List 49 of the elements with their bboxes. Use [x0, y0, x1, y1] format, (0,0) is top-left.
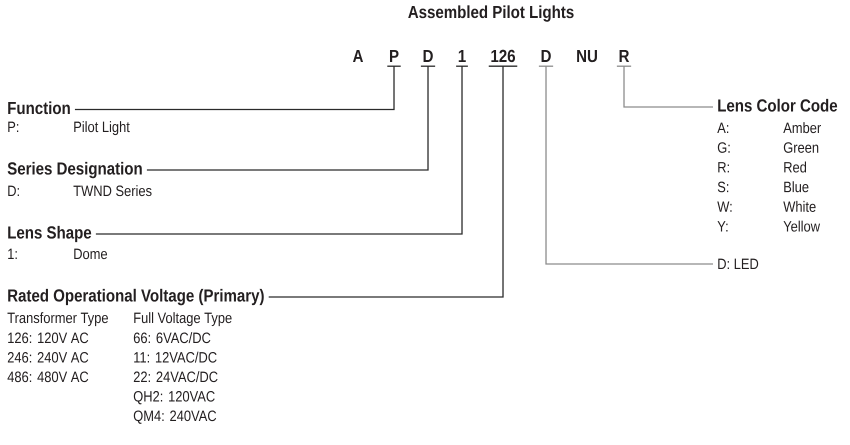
column-heading: Full Voltage Type	[134, 312, 232, 326]
heading: Rated Operational Voltage (Primary)	[8, 288, 264, 306]
leader-line	[96, 66, 463, 235]
heading: Function	[8, 101, 70, 114]
code-letter: A	[352, 50, 364, 62]
option-description: Red	[784, 162, 806, 173]
option-text: 126: 120V AC	[8, 332, 88, 344]
leader-line	[268, 66, 504, 298]
code-letter: D	[538, 50, 554, 67]
option-text: 11: 12VAC/DC	[134, 352, 217, 363]
option-text: 246: 240V AC	[8, 352, 88, 363]
option-description: TWND Series	[73, 185, 152, 196]
code-letter: 1	[456, 50, 468, 67]
heading: Series Designation	[8, 162, 142, 178]
option-description: Yellow	[784, 220, 820, 232]
option-description: Blue	[784, 181, 808, 192]
leader-line	[623, 66, 713, 108]
option-description: Pilot Light	[74, 121, 130, 136]
code-letter: D	[420, 50, 436, 67]
column-heading: Transformer Type	[7, 312, 108, 326]
option-text: QH2: 120VAC	[134, 391, 215, 404]
option-description: Amber	[783, 122, 821, 134]
code-letter: NU	[577, 50, 597, 62]
option-code: 1:	[8, 248, 17, 259]
option-text: 66: 6VAC/DC	[134, 332, 210, 344]
leader-line	[74, 66, 395, 110]
option-description: Dome	[74, 248, 108, 260]
option-description: White	[783, 200, 816, 212]
option-code: Y:	[718, 221, 728, 232]
code-letter: R	[616, 50, 632, 67]
option-description: Green	[784, 142, 818, 153]
option-text: QM4: 240VAC	[134, 410, 216, 424]
option-code: S:	[718, 182, 728, 192]
heading: Lens Color Code	[718, 98, 838, 112]
option-text: 486: 480V AC	[8, 372, 88, 382]
option-text: 22: 24VAC/DC	[134, 371, 218, 382]
code-letter: 126	[488, 50, 518, 67]
option-code: P:	[8, 122, 18, 132]
option-text: D: LED	[718, 258, 758, 269]
option-code: A:	[717, 122, 728, 133]
leader-line	[146, 66, 429, 171]
option-code: G:	[718, 142, 730, 153]
leader-line	[545, 66, 713, 265]
heading: Lens Shape	[8, 226, 92, 242]
option-code: W:	[717, 201, 732, 212]
option-code: R:	[718, 162, 729, 172]
code-letter: P	[387, 50, 401, 67]
option-code: D:	[8, 186, 19, 196]
title: Assembled Pilot Lights	[408, 5, 574, 22]
